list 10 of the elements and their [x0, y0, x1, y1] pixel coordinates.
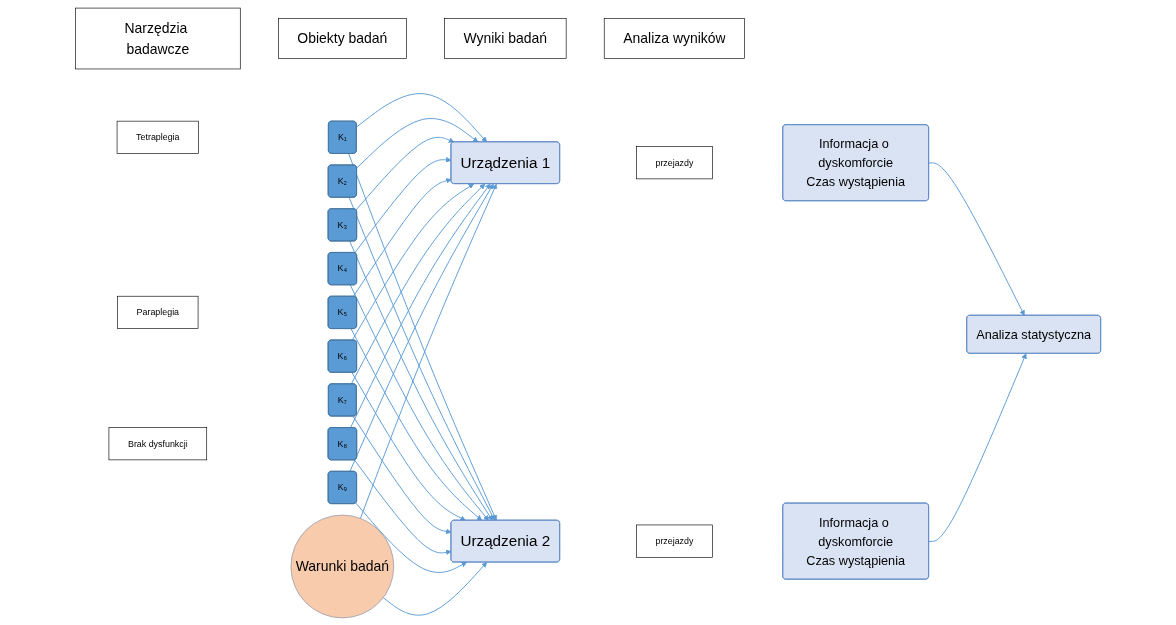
node-box: Narzędzia badawcze — [75, 7, 241, 69]
node-box: Wyniki badań — [444, 17, 567, 59]
node-box: Tetraplegia — [116, 120, 199, 154]
node-box: Obiekty badań — [278, 17, 407, 59]
node-box: Paraplegia — [117, 295, 199, 329]
node-box: przejazdy — [636, 145, 713, 179]
node-box: przejazdy — [636, 524, 713, 558]
node-circle: Warunki badań — [290, 514, 395, 618]
node-box: Brak dysfunkcji — [108, 426, 208, 460]
node-box: Analiza wyników — [603, 17, 745, 59]
